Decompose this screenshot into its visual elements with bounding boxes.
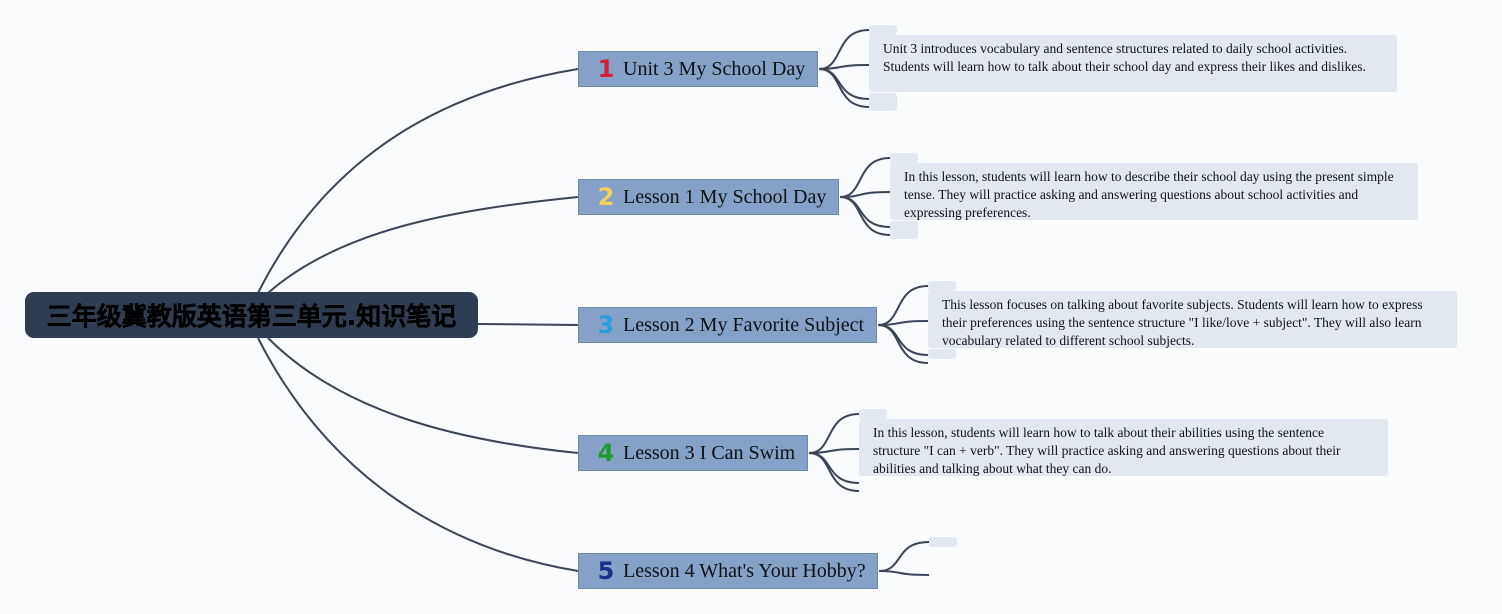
note-lesson-3[interactable]: In this lesson, students will learn how … bbox=[859, 419, 1388, 476]
collapsed-note-stub[interactable] bbox=[869, 25, 897, 35]
collapsed-note-stub[interactable] bbox=[890, 221, 918, 239]
number-badge-5: 5 bbox=[597, 557, 615, 585]
note-unit-3[interactable]: Unit 3 introduces vocabulary and sentenc… bbox=[869, 35, 1397, 92]
number-badge-2: 2 bbox=[597, 183, 615, 211]
topic-label: Lesson 4 What's Your Hobby? bbox=[623, 559, 866, 582]
collapsed-note-stub[interactable] bbox=[859, 409, 887, 419]
topic-label: Unit 3 My School Day bbox=[623, 57, 806, 80]
topic-lesson-4[interactable]: 5 Lesson 4 What's Your Hobby? bbox=[578, 553, 878, 589]
root-title: 三年级冀教版英语第三单元.知识笔记 bbox=[46, 302, 457, 332]
number-badge-3: 3 bbox=[597, 311, 615, 339]
topic-lesson-3[interactable]: 4 Lesson 3 I Can Swim bbox=[578, 435, 808, 471]
collapsed-note-stub[interactable] bbox=[869, 93, 897, 111]
topic-unit-3[interactable]: 1 Unit 3 My School Day bbox=[578, 51, 818, 87]
topic-label: Lesson 3 I Can Swim bbox=[623, 441, 796, 464]
topic-label: Lesson 1 My School Day bbox=[623, 185, 827, 208]
note-text: This lesson focuses on talking about fav… bbox=[942, 297, 1423, 348]
note-text: In this lesson, students will learn how … bbox=[904, 169, 1394, 220]
collapsed-note-stub[interactable] bbox=[928, 349, 956, 359]
root-topic[interactable]: 三年级冀教版英语第三单元.知识笔记 bbox=[25, 292, 478, 338]
collapsed-note-stub[interactable] bbox=[929, 537, 957, 547]
topic-lesson-2[interactable]: 3 Lesson 2 My Favorite Subject bbox=[578, 307, 877, 343]
topic-label: Lesson 2 My Favorite Subject bbox=[623, 313, 865, 336]
note-lesson-1[interactable]: In this lesson, students will learn how … bbox=[890, 163, 1418, 220]
topic-lesson-1[interactable]: 2 Lesson 1 My School Day bbox=[578, 179, 839, 215]
collapsed-note-stub[interactable] bbox=[928, 281, 956, 291]
note-lesson-2[interactable]: This lesson focuses on talking about fav… bbox=[928, 291, 1457, 348]
number-badge-4: 4 bbox=[597, 439, 615, 467]
number-badge-1: 1 bbox=[597, 55, 615, 83]
collapsed-note-stub[interactable] bbox=[890, 153, 918, 163]
note-text: In this lesson, students will learn how … bbox=[873, 425, 1341, 476]
note-text: Unit 3 introduces vocabulary and sentenc… bbox=[883, 41, 1366, 74]
